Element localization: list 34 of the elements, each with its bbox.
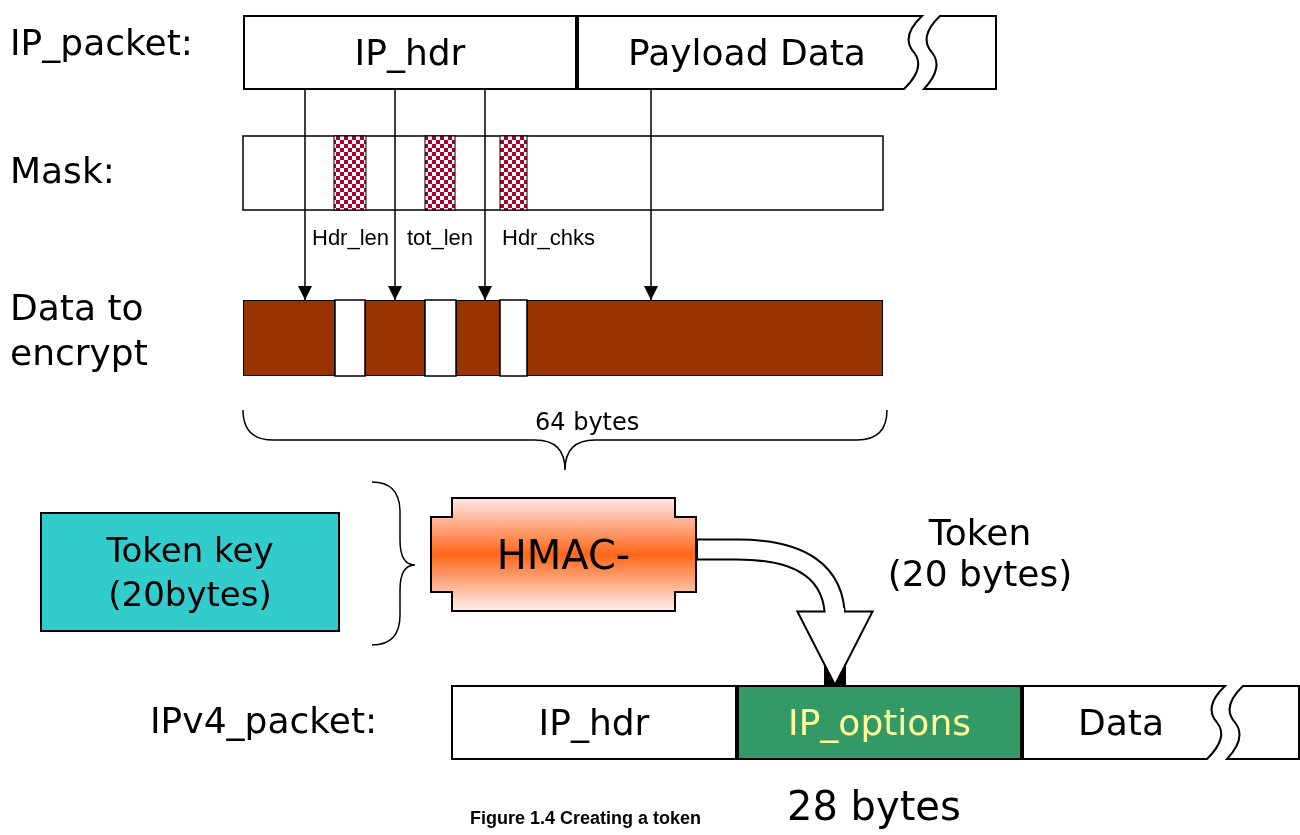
field-label: IP_hdr (354, 32, 466, 73)
field-name: Hdr_len (312, 225, 390, 251)
edge-label: Token (20 bytes) (886, 512, 1074, 594)
arrow (644, 89, 658, 301)
packet-field (1022, 685, 1300, 760)
arrow (478, 89, 492, 301)
field-label: Payload Data (628, 32, 866, 73)
arrow (388, 89, 402, 301)
hmac-block (430, 497, 697, 612)
data-segment (243, 300, 335, 376)
header-field (451, 685, 737, 760)
options-field (737, 685, 1022, 760)
data-segment (456, 300, 500, 376)
field-label: HMAC- (496, 531, 631, 578)
field-label: IP_options (788, 702, 971, 743)
packet-field (577, 15, 997, 90)
field-label: Token key (20bytes) (105, 528, 275, 616)
size-label: 64 bytes (535, 408, 640, 436)
size-label: 28 bytes (787, 783, 961, 829)
field-name: Hdr_chks (502, 225, 595, 251)
field-label: Data (1078, 702, 1164, 743)
arrow (298, 89, 312, 301)
header-field (243, 15, 577, 90)
field-label: IP_hdr (538, 702, 650, 743)
row-label: Data to encrypt (10, 286, 149, 375)
data-segment (527, 300, 883, 376)
caption: Figure 1.4 Creating a token (470, 808, 702, 829)
block-arrow (696, 537, 874, 686)
field-name: tot_len (407, 225, 474, 251)
key-box (40, 512, 340, 632)
row-label: Mask: (10, 150, 115, 191)
row-label: IPv4_packet: (150, 700, 378, 741)
row-label: IP_packet: (10, 22, 193, 63)
data-segment (365, 300, 425, 376)
